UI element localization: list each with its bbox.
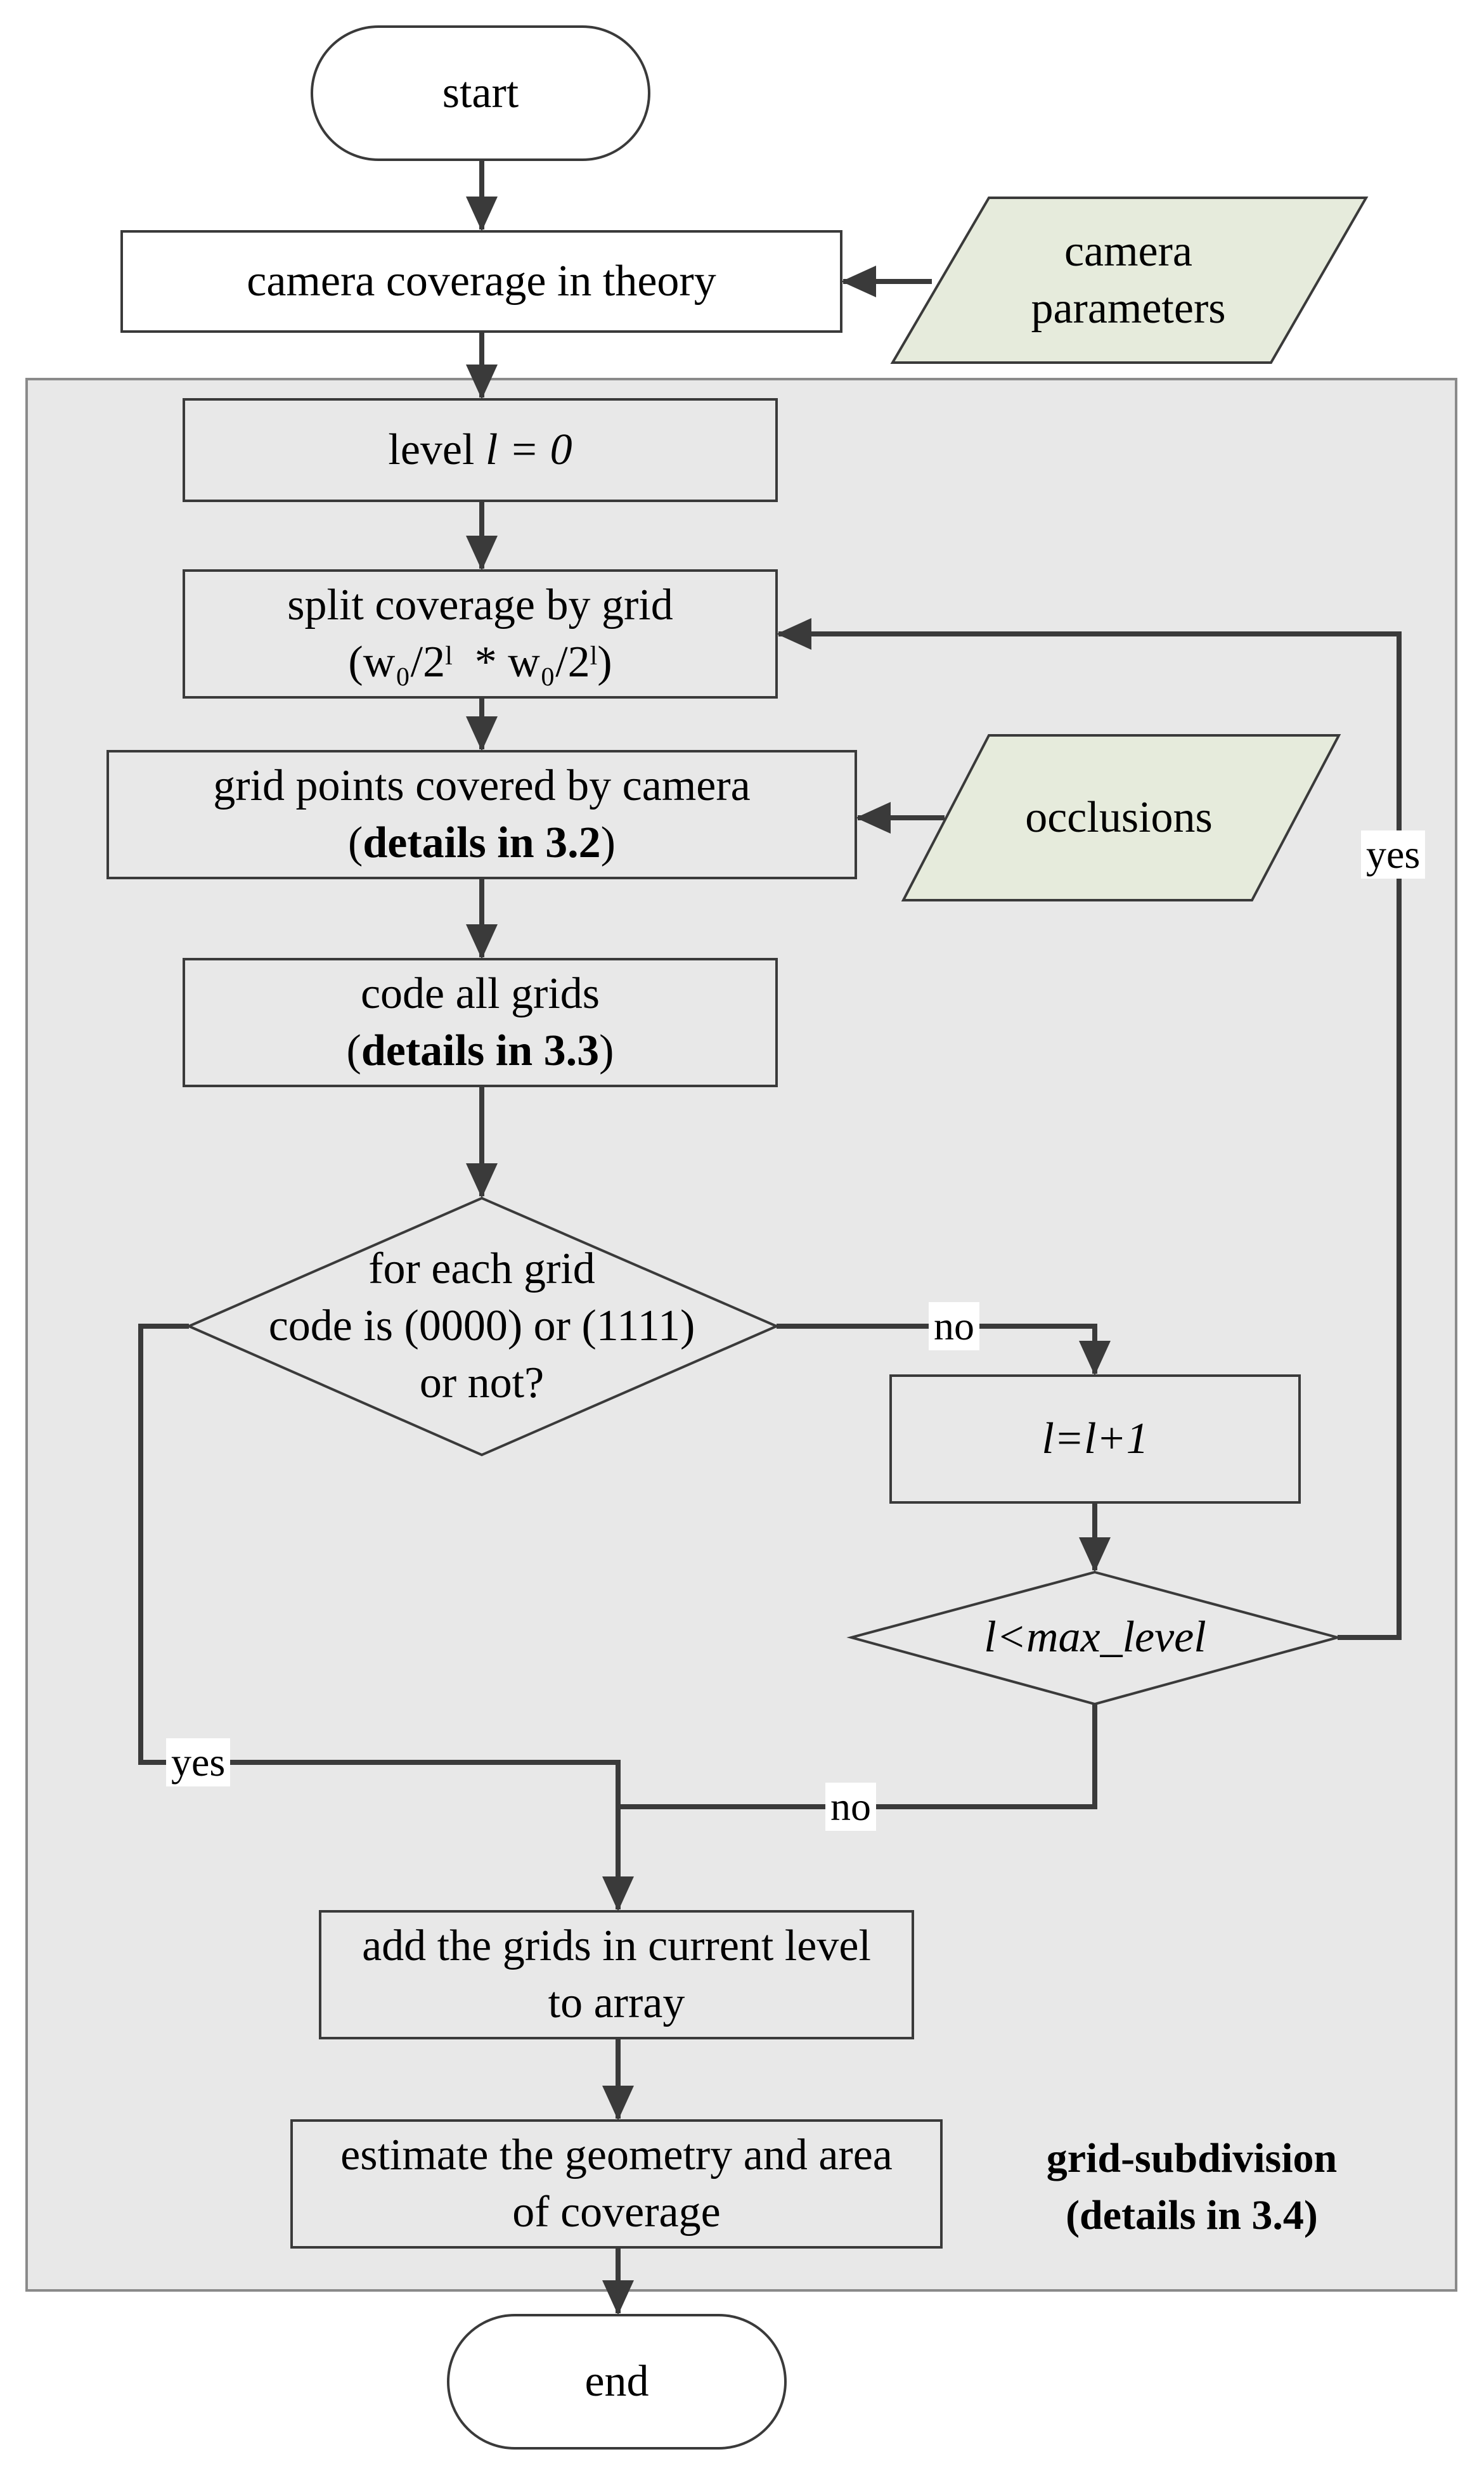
grid-points-line2: (details in 3.2) xyxy=(348,815,616,872)
decision-line1: for each grid xyxy=(368,1244,595,1293)
decision-diamond xyxy=(186,1196,780,1457)
end-terminal xyxy=(447,2314,787,2450)
grid-points-open-paren: ( xyxy=(348,818,363,867)
edge-label-decision-yes: yes xyxy=(166,1738,231,1786)
grid-points-line1: grid points covered by camera xyxy=(213,761,751,810)
increment-text: l=l+1 xyxy=(1042,1414,1149,1463)
code-grids-box xyxy=(183,958,778,1087)
end-label: end xyxy=(448,2315,785,2448)
line-decision-yes xyxy=(138,1324,621,1810)
split-label: split coverage by grid (w₀/2ˡ * w₀/2ˡ) xyxy=(184,571,777,697)
occlusions-label: occlusions xyxy=(932,735,1306,900)
camera-coverage-text: camera coverage in theory xyxy=(247,257,716,306)
code-grids-close-paren: ) xyxy=(599,1026,614,1075)
estimate-line1: estimate the geometry and area xyxy=(340,2131,893,2179)
camera-coverage-label: camera coverage in theory xyxy=(122,231,841,332)
camera-parameters-line2: parameters xyxy=(1031,284,1226,333)
grid-subdivision-title: grid-subdivision xyxy=(1046,2135,1338,2181)
add-grids-line1: add the grids in current level xyxy=(362,1921,871,1970)
decision-line3: or not? xyxy=(419,1359,545,1407)
code-grids-line1: code all grids xyxy=(360,969,600,1018)
decision-label: for each grid code is (0000) or (1111) o… xyxy=(209,1237,754,1415)
arrow-loop-yes-to-split xyxy=(777,618,1402,1640)
occlusions-text: occlusions xyxy=(1025,793,1213,842)
max-level-text: l<max_level xyxy=(984,1613,1206,1662)
code-grids-open-paren: ( xyxy=(346,1026,361,1075)
grid-points-label: grid points covered by camera (details i… xyxy=(108,751,856,878)
camera-parameters-line1: camera xyxy=(1064,227,1193,276)
split-line2: (w₀/2ˡ * w₀/2ˡ) xyxy=(348,638,612,687)
end-text: end xyxy=(584,2357,649,2406)
level-box xyxy=(183,398,778,502)
grid-points-box xyxy=(106,750,857,879)
start-label: start xyxy=(312,27,649,160)
grid-points-details: details in 3.2 xyxy=(363,818,601,867)
camera-parameters-label: camera parameters xyxy=(926,198,1331,363)
grid-subdivision-details: (details in 3.4) xyxy=(1066,2192,1318,2238)
start-text: start xyxy=(442,68,519,117)
decision-line2: code is (0000) or (1111) xyxy=(268,1301,695,1350)
grid-subdivision-note: grid-subdivision (details in 3.4) xyxy=(989,2130,1395,2244)
camera-parameters-input xyxy=(890,197,1369,364)
add-grids-line2: to array xyxy=(548,1979,685,2027)
level-label: level l = 0 xyxy=(184,399,777,501)
level-variable: l = 0 xyxy=(485,425,572,474)
code-grids-label: code all grids (details in 3.3) xyxy=(184,959,777,1086)
estimate-line2: of coverage xyxy=(512,2188,721,2237)
code-grids-line2: (details in 3.3) xyxy=(347,1023,614,1080)
level-text: level l = 0 xyxy=(388,422,572,479)
arrow-decision-no-to-increment xyxy=(777,1324,1111,1376)
grid-points-close-paren: ) xyxy=(600,818,616,867)
estimate-label: estimate the geometry and area of covera… xyxy=(292,2121,941,2247)
split-line1: split coverage by grid xyxy=(287,581,673,630)
add-grids-box xyxy=(319,1910,914,2039)
line-maxlevel-no xyxy=(618,1704,1097,1809)
code-grids-details: details in 3.3 xyxy=(361,1026,600,1075)
increment-box xyxy=(889,1374,1301,1504)
occlusions-input xyxy=(901,734,1341,901)
add-grids-label: add the grids in current level to array xyxy=(320,1911,913,2038)
increment-label: l=l+1 xyxy=(891,1376,1300,1502)
level-prefix: level xyxy=(388,425,486,474)
edge-label-decision-no: no xyxy=(929,1302,979,1350)
edge-label-maxlevel-no: no xyxy=(825,1783,876,1831)
split-box xyxy=(183,569,778,699)
edge-label-loop-yes: yes xyxy=(1361,830,1426,879)
max-level-label: l<max_level xyxy=(887,1598,1303,1677)
